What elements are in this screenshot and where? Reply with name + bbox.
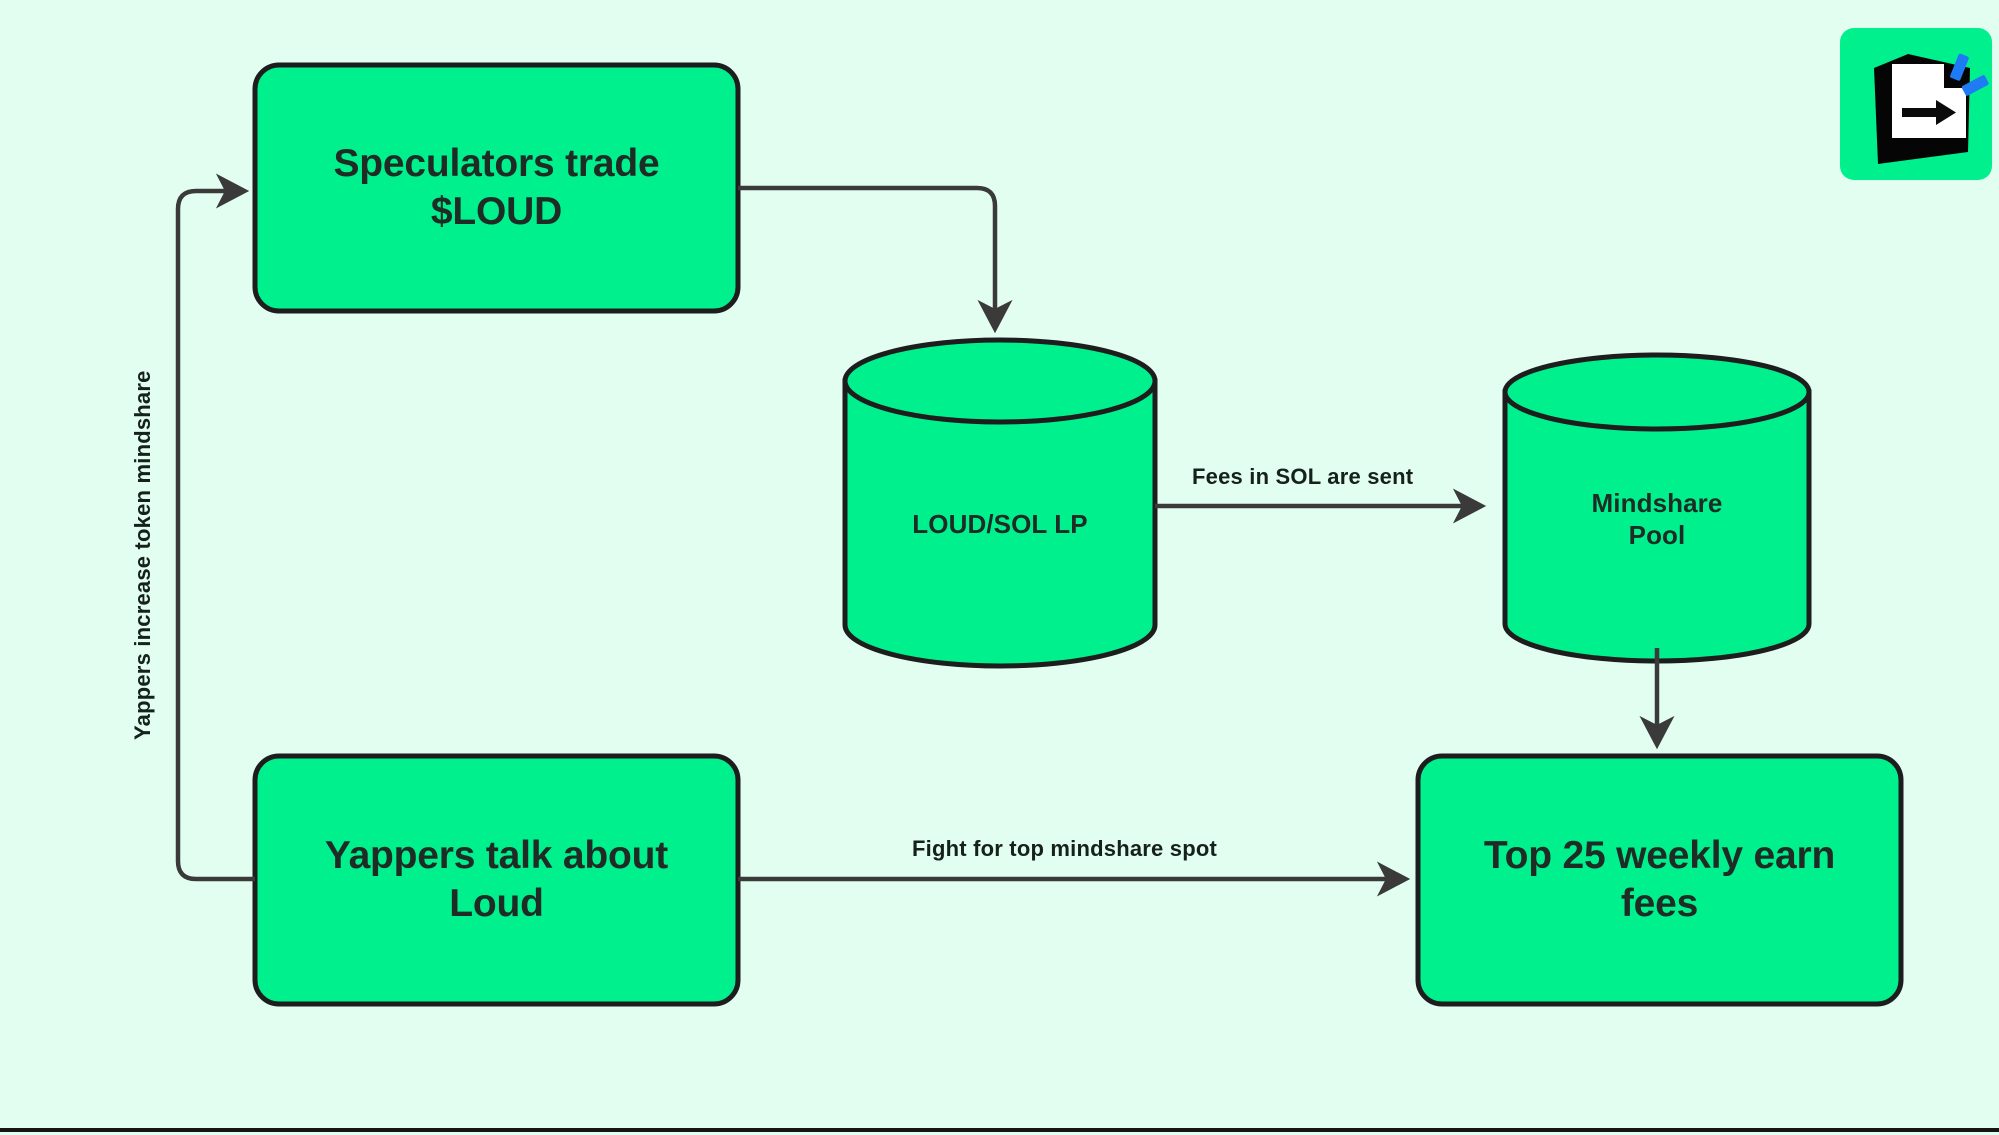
bottom-divider [0,1128,1999,1132]
edge-spec-to-lp [738,185,1013,334]
sparkle-icon [1950,53,1989,96]
edge-label-yappers-increase-mindshare: Yappers increase token mindshare [130,370,155,740]
node-mindshare-pool[interactable] [1502,352,1812,664]
edge-yappers-to-speculators [175,173,255,882]
node-top25[interactable] [1415,753,1904,1007]
node-loud-sol-lp[interactable] [842,337,1158,669]
node-speculators[interactable] [252,62,741,314]
edge-label-fees-in-sol: Fees in SOL are sent [1192,464,1414,489]
right-arrow-icon [1902,100,1956,125]
app-logo[interactable] [1840,28,1992,180]
document-arrow-icon [1874,53,1989,164]
node-yappers[interactable] [252,753,741,1007]
edge-label-fight-for-top-mindshare: Fight for top mindshare spot [912,836,1218,861]
